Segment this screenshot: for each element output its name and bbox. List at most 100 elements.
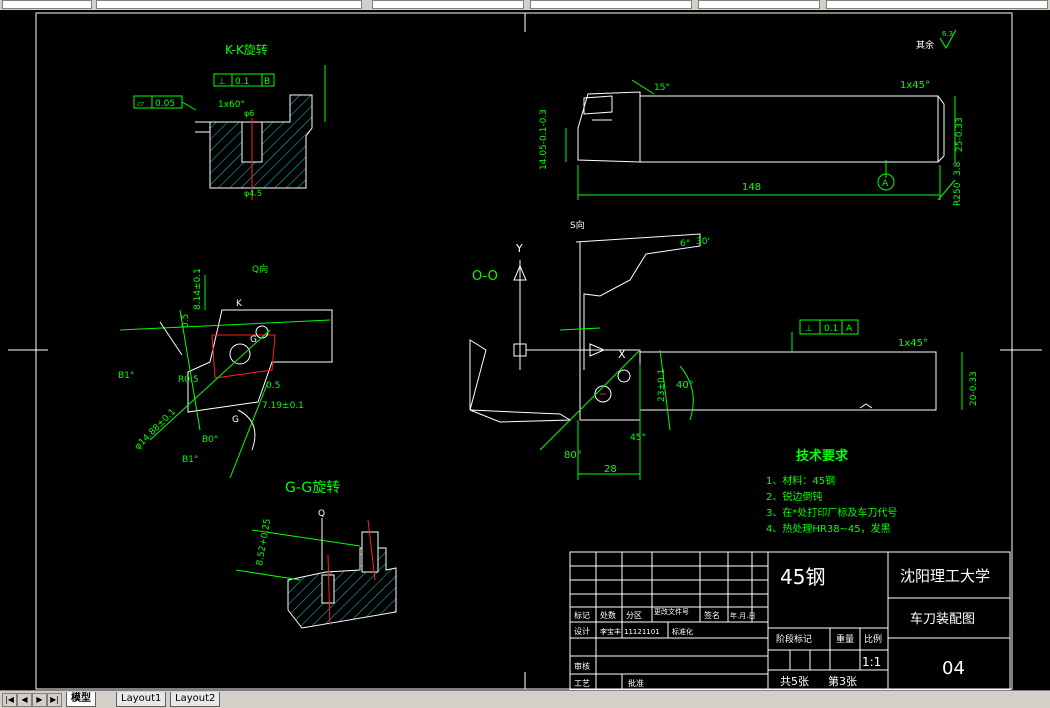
tb-cell: 李宝丰: [600, 627, 621, 636]
q-label-g2: G: [250, 335, 257, 345]
tb-school: 沈阳理工大学: [900, 567, 990, 585]
kk-bore-dim: φ4.5: [244, 189, 262, 198]
top-view: [565, 79, 956, 201]
tb-cell: 标准化: [672, 627, 693, 636]
tb-header: 年.月.日: [730, 611, 755, 620]
dim-30min: 30': [696, 237, 710, 247]
datum-a-label: A: [882, 179, 889, 189]
dim-20: 20-0.33: [969, 371, 979, 406]
q-dim-05b: 0.5: [266, 381, 280, 391]
tb-sheet-no: 第3张: [828, 674, 857, 688]
dim-28: 28: [604, 464, 617, 475]
tb-cell: 设计: [574, 626, 590, 636]
toolbar-segment[interactable]: [826, 0, 1048, 9]
q-view-title: Q向: [252, 263, 268, 275]
dim-angle-15: 15°: [654, 83, 670, 93]
tb-cell: 11121101: [624, 628, 660, 636]
q-dim-1488: φ14.88±0.1: [133, 407, 178, 452]
s-view-title: S向: [570, 219, 585, 231]
oo-view: [469, 233, 963, 480]
q-dim-r05: R0.5: [178, 375, 199, 385]
axis-y-label: Y: [515, 242, 523, 255]
q-dim-05a: 0.5: [181, 314, 191, 328]
kk-flat-symbol: ▱: [137, 99, 144, 109]
q-label-k: K: [236, 299, 243, 309]
roughness-value: 6.3: [942, 30, 953, 38]
tech-req-line: 2、锐边倒钝: [766, 490, 822, 503]
tab-layout1[interactable]: Layout1: [116, 692, 167, 707]
kk-perp-symbol: ⊥: [218, 77, 226, 87]
q-dim-719: 7.19±0.1: [262, 401, 304, 411]
drawing-canvas[interactable]: K-K旋转 ⊥ 0.1 B ▱ 0.05 1x60° φ6 φ4.5 Q向 8.…: [0, 10, 1050, 690]
tb-material: 45钢: [780, 565, 825, 589]
kk-flat-value: 0.05: [155, 99, 175, 109]
tb-weight: 重量: [836, 633, 854, 645]
dim-23: 23±0.1: [657, 369, 667, 402]
nav-next-button[interactable]: ▶: [32, 693, 47, 707]
layout-tab-bar: |◀ ◀ ▶ ▶| 模型 Layout1 Layout2: [0, 690, 1050, 708]
gg-view-title: G-G旋转: [285, 480, 340, 496]
tb-cell: 审核: [574, 661, 590, 671]
q-dim-b1a: B1°: [118, 371, 134, 381]
dim-height-right: 25-0.33: [955, 117, 965, 152]
cad-drawing: K-K旋转 ⊥ 0.1 B ▱ 0.05 1x60° φ6 φ4.5 Q向 8.…: [8, 12, 1042, 690]
tb-cell: 批准: [628, 678, 644, 688]
nav-first-button[interactable]: |◀: [2, 693, 17, 707]
tech-req-line: 3、在*处打印厂标及车刀代号: [766, 506, 897, 519]
tb-drawing-name: 车刀装配图: [910, 611, 975, 627]
dim-chamfer-top: 1x45°: [900, 80, 930, 91]
kk-perp-value: 0.1: [235, 77, 249, 87]
dim-height-left: 14.05-0.1-0.3: [539, 109, 549, 170]
roughness-symbol: [939, 29, 957, 49]
title-block: [569, 551, 1011, 690]
roughness-label: 其余: [916, 39, 934, 51]
dim-80deg: 80°: [564, 450, 582, 461]
main-perp-datum: A: [846, 324, 853, 334]
gg-dim: 8.52+0.25: [255, 518, 273, 567]
tb-header: 更改文件号: [654, 607, 689, 616]
dim-r250: R250: [953, 182, 963, 206]
tb-header: 标记: [574, 610, 590, 620]
tb-sheets: 共5张: [780, 675, 809, 688]
gg-label-q: Q: [318, 509, 325, 519]
tab-model[interactable]: 模型: [66, 692, 96, 707]
dim-40deg: 40°: [676, 380, 694, 391]
toolbar-segment[interactable]: [698, 0, 820, 9]
dim-45deg: 45°: [630, 433, 646, 443]
kk-hole-dim: φ6: [244, 109, 254, 118]
q-view: [119, 275, 333, 479]
toolbar-segment[interactable]: [372, 0, 524, 9]
toolbar-segment[interactable]: [530, 0, 692, 9]
q-dim-b1b: B1°: [182, 455, 198, 465]
tech-req-line: 4、热处理HR38~45，发黑: [766, 522, 891, 535]
tb-ratio: 比例: [864, 633, 882, 645]
tb-header: 处数: [600, 610, 616, 620]
main-perp-value: 0.1: [824, 324, 838, 334]
kk-chamfer-dim: 1x60°: [218, 100, 245, 110]
gg-view: [235, 518, 397, 629]
kk-view-title: K-K旋转: [225, 42, 268, 57]
dim-chamfer-mid: 1x45°: [898, 338, 928, 349]
main-perp-symbol: ⊥: [805, 324, 813, 334]
dim-6deg: 6°: [680, 239, 690, 249]
dim-r-value: 3.8: [953, 161, 963, 176]
tb-header: 签名: [704, 610, 720, 620]
dim-length: 148: [742, 182, 761, 193]
kk-view: [133, 65, 326, 200]
drawing-border: [35, 12, 1013, 690]
kk-perp-datum: B: [264, 77, 270, 87]
q-label-g1: G: [232, 415, 239, 425]
q-dim-814: 8.14±0.1: [193, 268, 203, 310]
nav-prev-button[interactable]: ◀: [17, 693, 32, 707]
tech-req-title: 技术要求: [796, 448, 849, 464]
q-dim-b0: B0°: [202, 435, 218, 445]
toolbar-segment[interactable]: [96, 0, 362, 9]
tab-layout2[interactable]: Layout2: [170, 692, 221, 707]
tb-scale: 1:1: [862, 655, 881, 669]
toolbar-segment[interactable]: [2, 0, 92, 9]
nav-last-button[interactable]: ▶|: [47, 693, 62, 707]
tech-req-line: 1、材料：45钢: [766, 474, 835, 487]
axis-x-label: X: [618, 348, 626, 361]
oo-view-title: O-O: [472, 269, 498, 284]
tb-drawing-no: 04: [942, 658, 965, 679]
